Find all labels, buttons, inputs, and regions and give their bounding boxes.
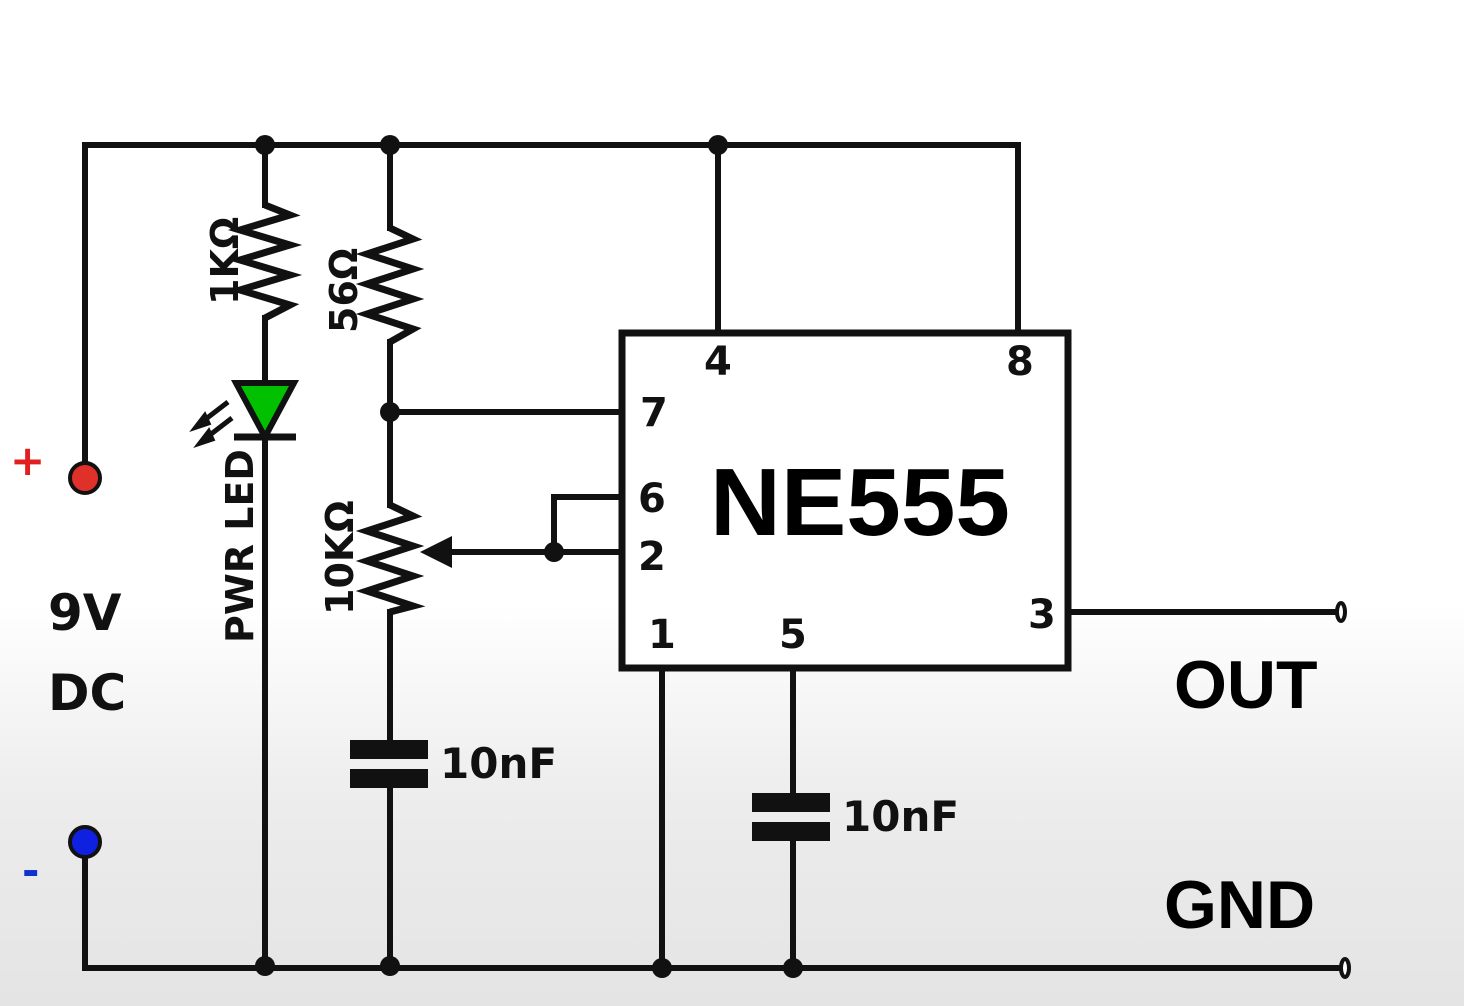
- out-terminal: [1335, 601, 1347, 623]
- pin-label-1: 1: [648, 612, 676, 658]
- junction-dot: [380, 135, 400, 155]
- gnd-label: GND: [1164, 867, 1315, 943]
- led-light-arrows-icon: [189, 400, 234, 448]
- ic-name: NE555: [710, 449, 1010, 556]
- positive-terminal: [68, 461, 102, 495]
- junction-dot: [255, 135, 275, 155]
- junction-dot: [708, 135, 728, 155]
- cap-plate: [752, 822, 830, 841]
- pin-label-3: 3: [1028, 592, 1056, 638]
- capacitor-c1: [350, 740, 428, 788]
- resistor-56: [355, 224, 425, 346]
- resistor-1k: [227, 201, 303, 322]
- wire-pin6: [551, 494, 625, 555]
- led-label: PWR LED: [218, 449, 262, 643]
- ne555-ic-body: [618, 329, 1072, 672]
- wires: [82, 142, 1343, 971]
- gnd-terminal: [1339, 957, 1351, 979]
- cap-plate: [350, 740, 428, 759]
- minus-sign: -: [22, 846, 39, 895]
- pot-wiper-arrow-icon: [420, 536, 452, 568]
- junctions: [255, 135, 803, 978]
- supply-voltage: 9V: [48, 584, 122, 642]
- led-triangle: [230, 380, 300, 444]
- junction-dot: [783, 958, 803, 978]
- pin-label-5: 5: [779, 612, 807, 658]
- pot-label: 10KΩ: [318, 500, 362, 615]
- junction-dot: [652, 958, 672, 978]
- pin-label-6: 6: [638, 476, 666, 522]
- junction-dot: [380, 402, 400, 422]
- pin-label-7: 7: [640, 390, 668, 436]
- potentiometer-10k: [355, 501, 426, 616]
- resistor-56-label: 56Ω: [322, 248, 366, 333]
- junction-dot: [255, 956, 275, 976]
- cap-plate: [752, 793, 830, 812]
- out-label: OUT: [1174, 647, 1318, 723]
- resistor-1k-label: 1KΩ: [203, 217, 247, 305]
- pin-label-8: 8: [1006, 339, 1034, 385]
- pin-label-4: 4: [704, 339, 732, 385]
- negative-terminal: [68, 825, 102, 859]
- capacitor-c1-label: 10nF: [440, 739, 557, 788]
- cap-plate: [350, 769, 428, 788]
- capacitor-c2-label: 10nF: [842, 792, 959, 841]
- junction-dot: [380, 956, 400, 976]
- supply-type: DC: [48, 664, 126, 722]
- plus-sign: +: [10, 436, 45, 485]
- junction-dot: [544, 542, 564, 562]
- capacitor-c2: [752, 793, 830, 841]
- pwr-led: [189, 380, 300, 448]
- pin-label-2: 2: [638, 534, 666, 580]
